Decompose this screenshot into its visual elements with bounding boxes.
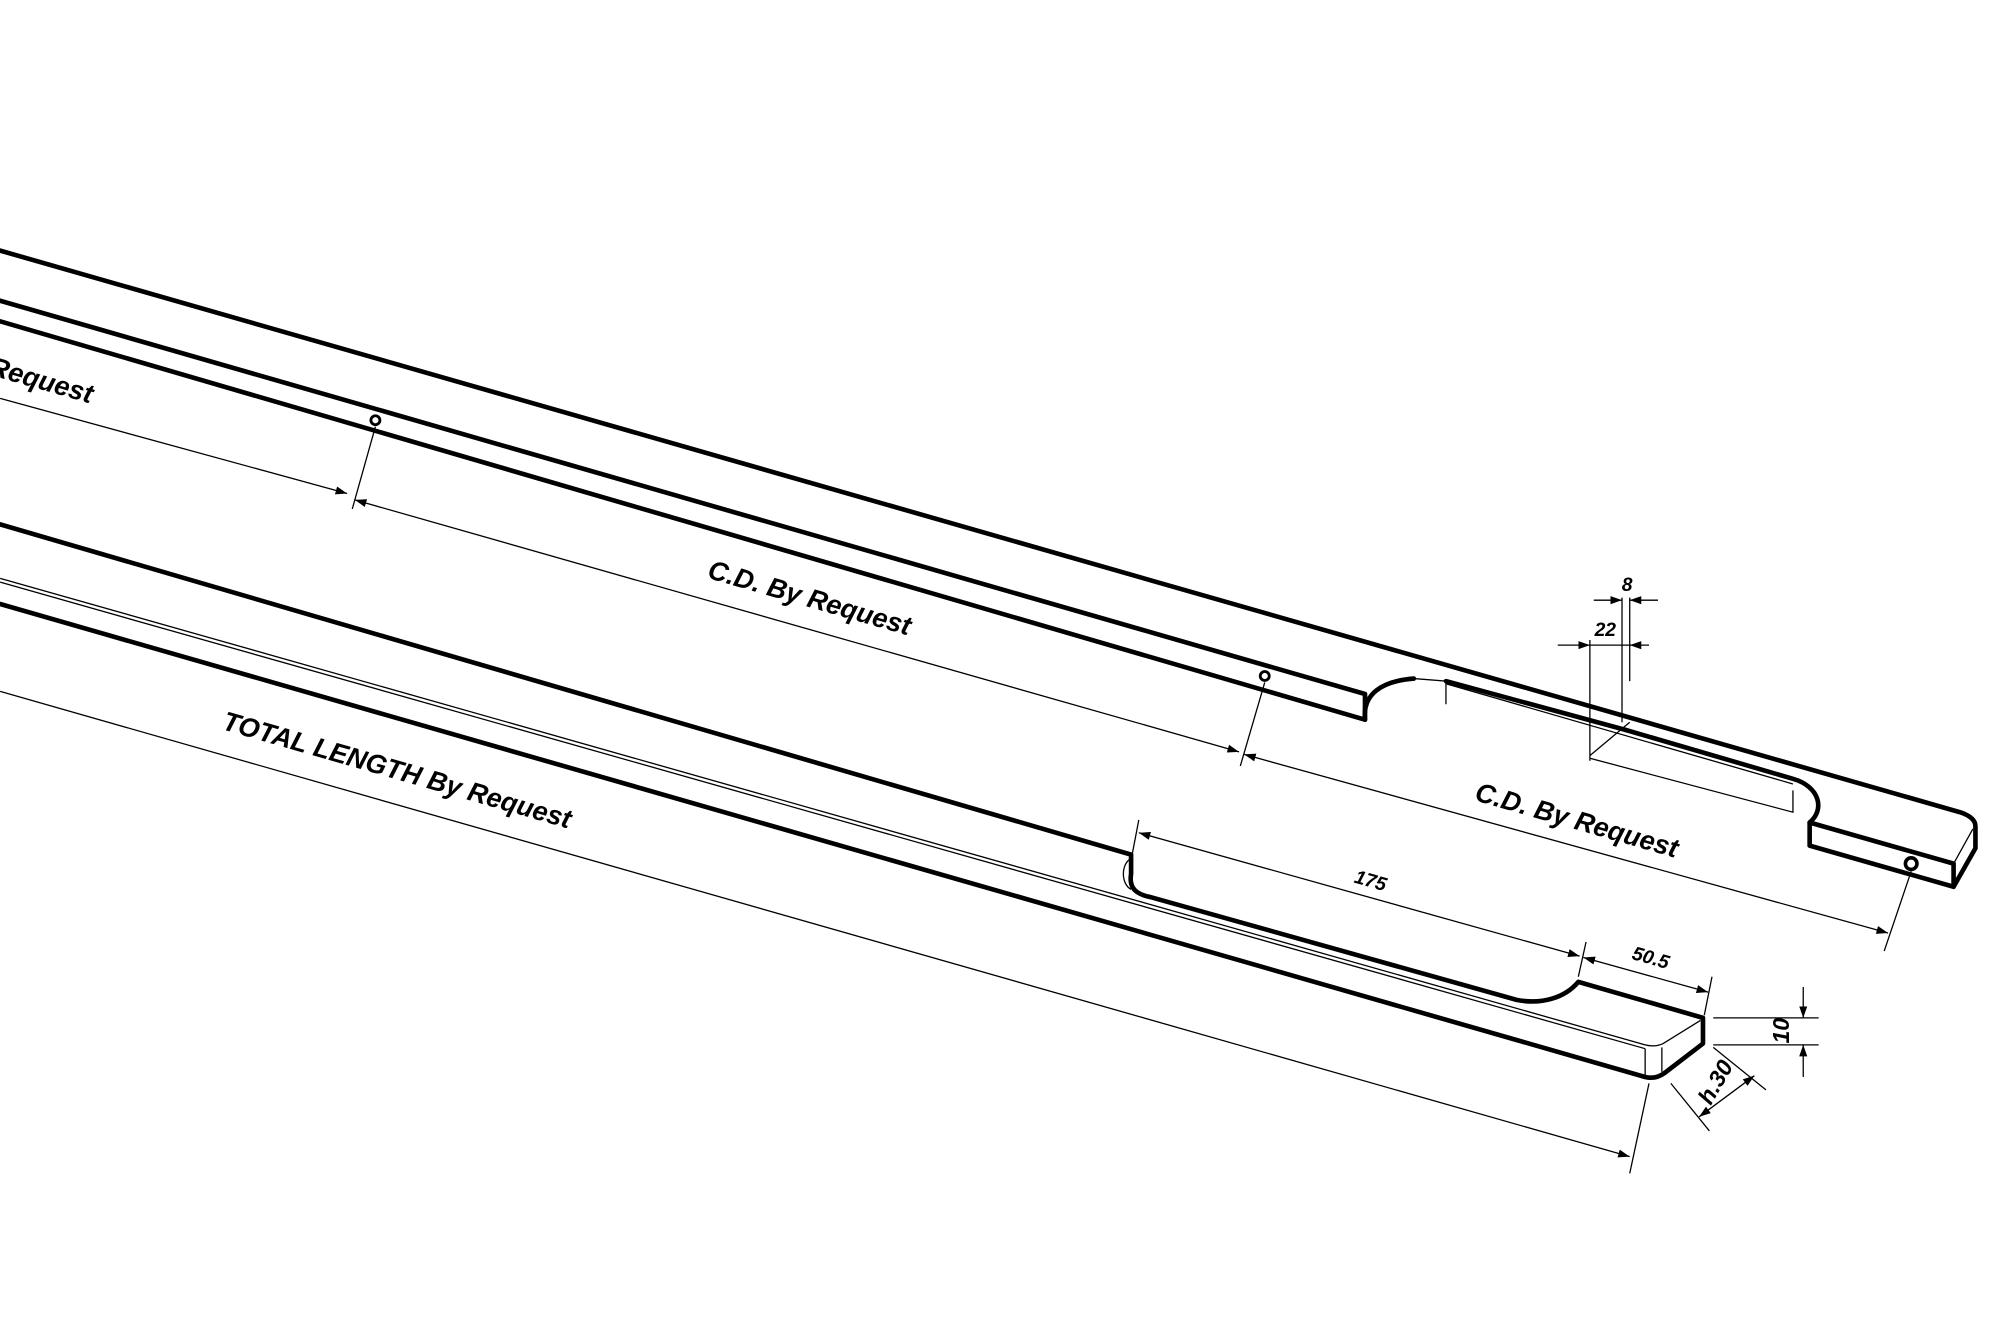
end-length-label: 50.5	[1630, 943, 1672, 974]
height-label: h.30	[1693, 1055, 1739, 1108]
notch-length-label: 175	[1352, 867, 1389, 896]
slot-offset-label: 8	[1622, 575, 1633, 596]
slot-width-label: 22	[1594, 620, 1617, 641]
upper-slot-edge	[1443, 678, 1629, 733]
upper-front-edge	[0, 298, 1368, 723]
total-length-label: TOTAL LENGTH By Request	[219, 706, 575, 835]
lower-handle-profile	[0, 522, 1706, 1081]
upper-end-block	[1807, 820, 1956, 890]
lower-top-edge	[0, 522, 1706, 1081]
upper-dimensions: C.D. By Request C.D. By Request C.D. By …	[0, 323, 1912, 952]
upper-handle-profile	[0, 248, 1978, 890]
upper-notch-start	[1362, 676, 1417, 723]
mounting-hole	[1258, 670, 1271, 682]
lower-dimensions: 175 50.5 10 h.30 TOTAL LENGTH By Request	[0, 690, 1819, 1174]
mounting-hole	[369, 414, 382, 427]
mounting-hole	[1903, 856, 1919, 872]
thickness-label: 10	[1768, 1018, 1794, 1044]
cd-label-first: C.D. By Request	[705, 555, 916, 642]
cd-label-second: C.D. By Request	[1472, 777, 1683, 864]
upper-top-edge	[0, 248, 1978, 890]
